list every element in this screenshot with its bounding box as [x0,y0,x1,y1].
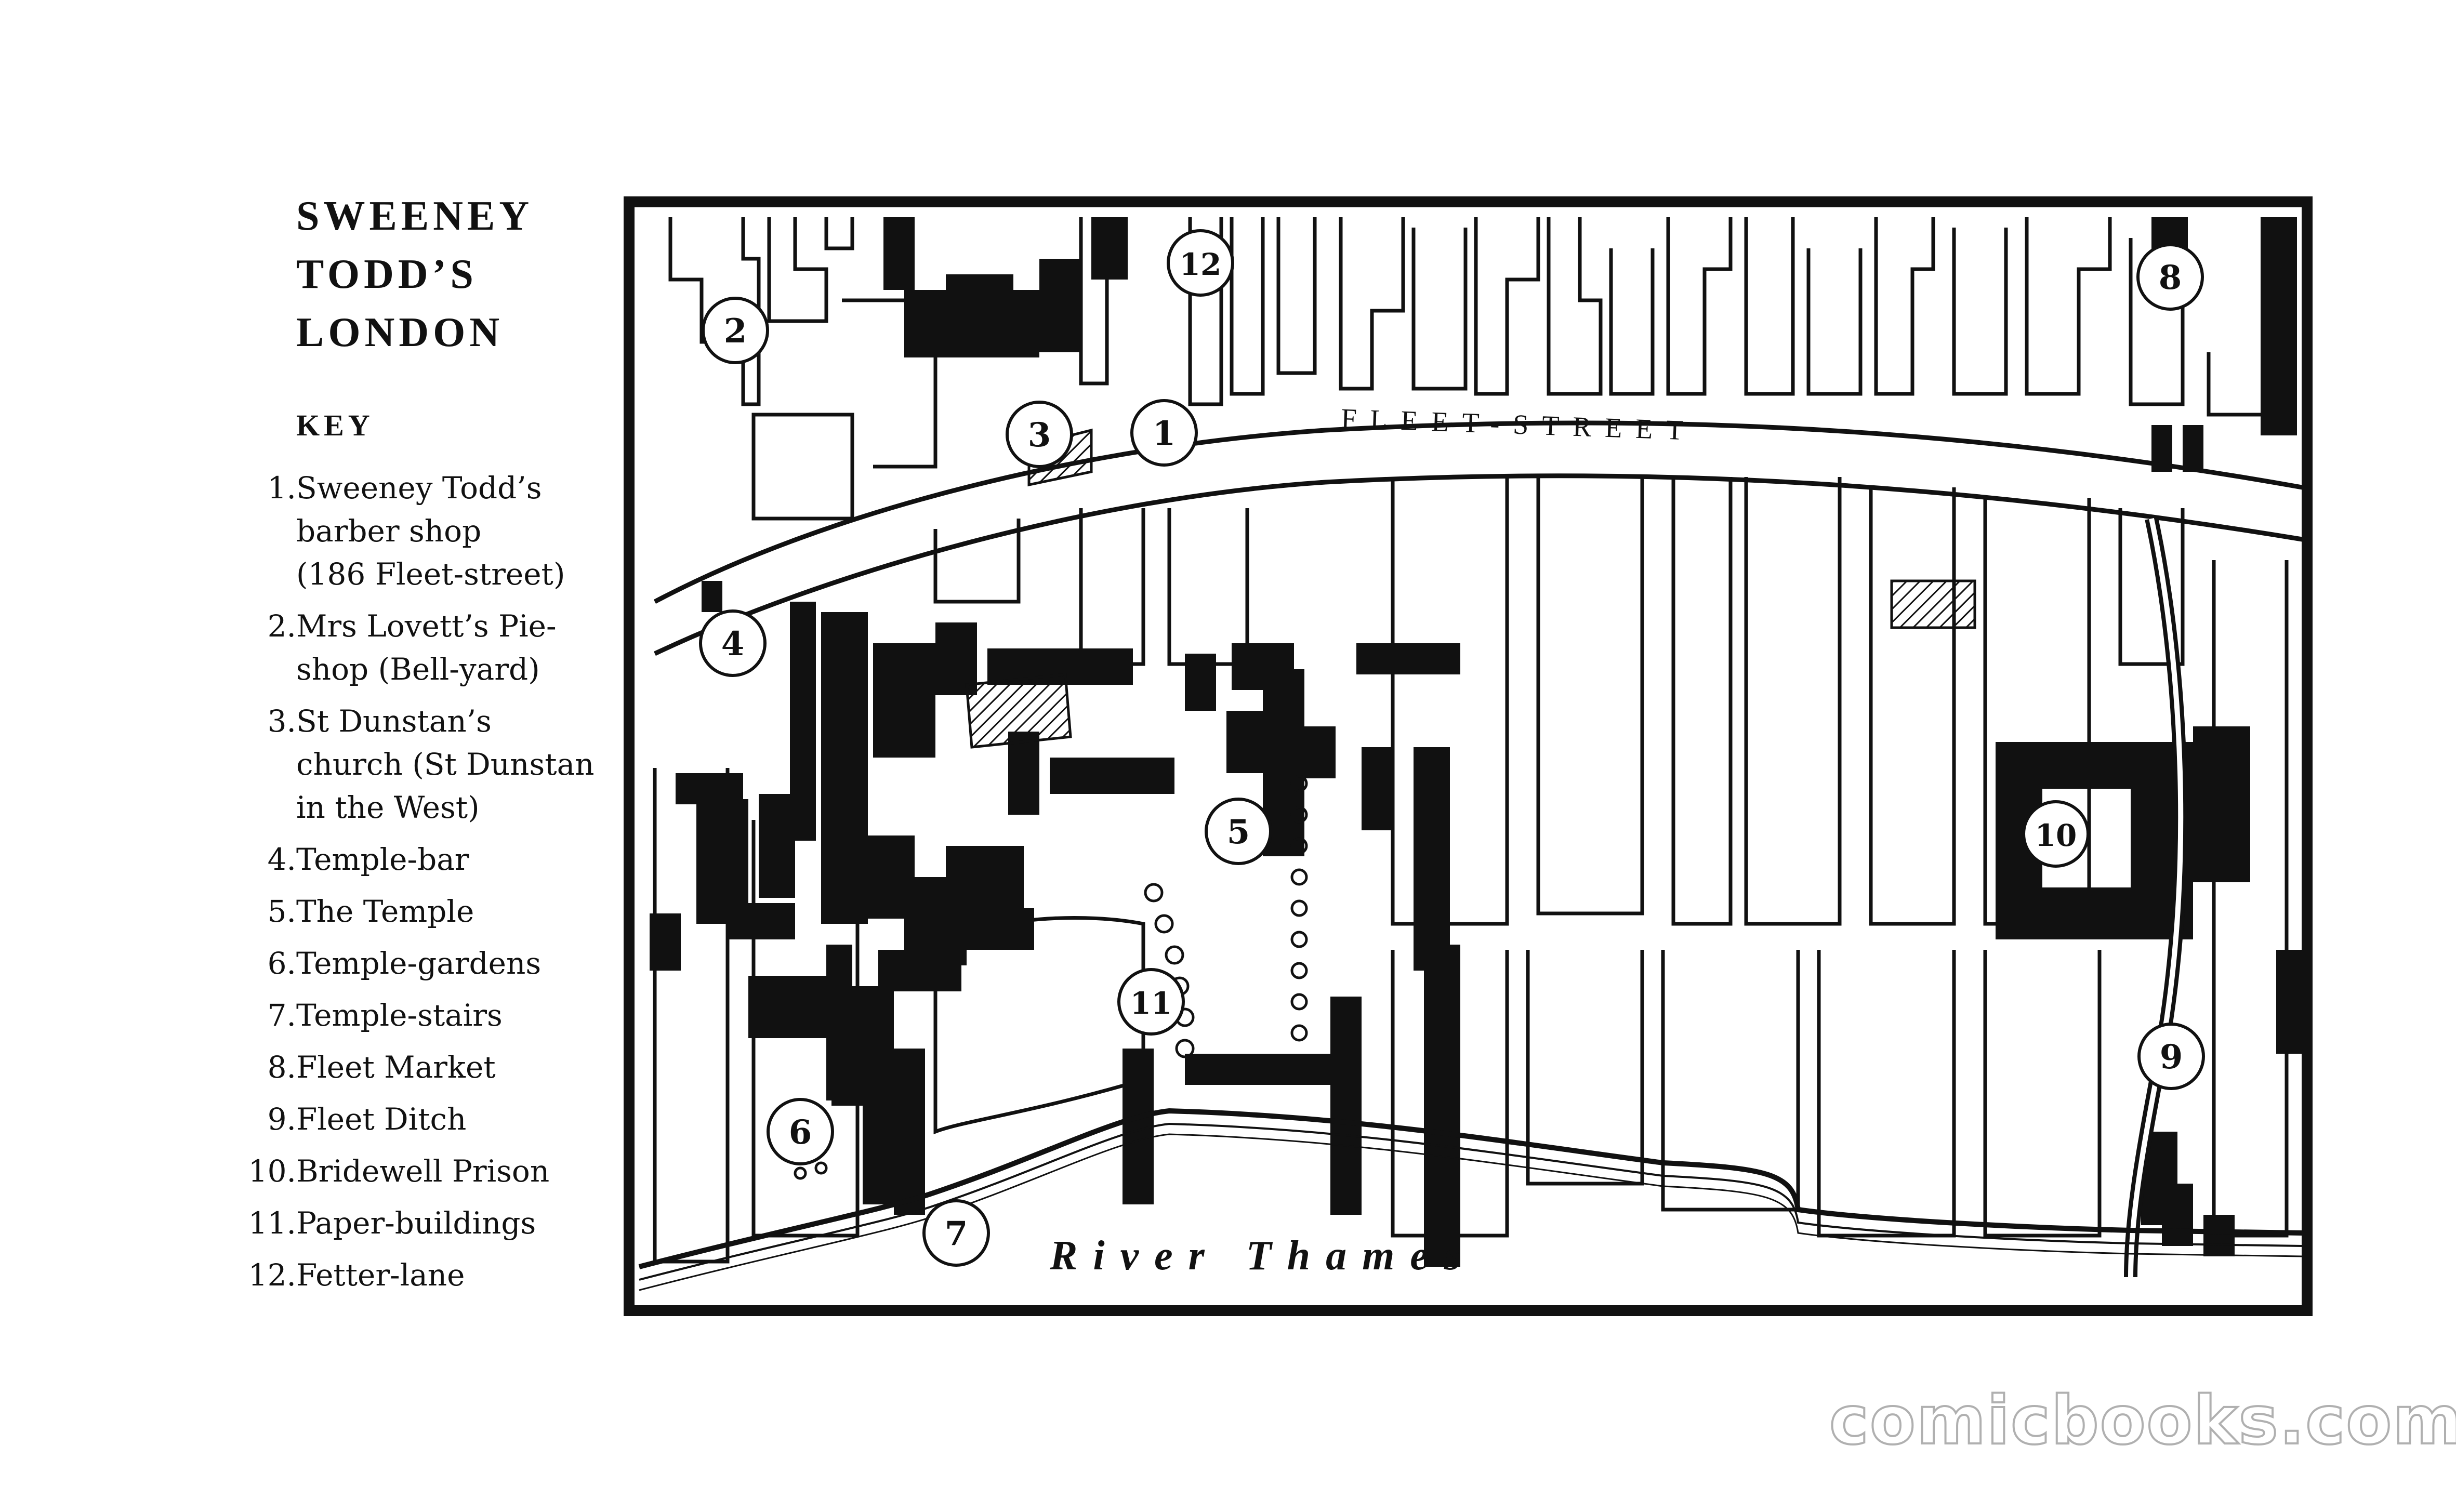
key-label-line: Bridewell Prison [296,1153,550,1189]
marker-7[interactable]: 7 [922,1199,990,1267]
key-label-line: shop (Bell-yard) [296,652,540,687]
marker-11[interactable]: 11 [1117,968,1185,1036]
north-blocks [668,217,2297,521]
key-item: 2.Mrs Lovett’s Pie-shop (Bell-yard) [208,605,603,691]
marker-9[interactable]: 9 [2137,1023,2205,1090]
key-label: St Dunstan’s church (St Dunstan in the Wes… [296,700,603,829]
fleet-ditch-inner [2128,518,2184,1278]
fleet-street-north-edge [653,420,2303,604]
marker-label: 11 [1130,986,1172,1021]
key-label: Fetter-lane [296,1254,603,1297]
marker-10[interactable]: 10 [2022,800,2090,868]
marker-6[interactable]: 6 [767,1098,834,1165]
key-item: 3.St Dunstan’s church (St Dunstan in the W… [208,700,603,829]
key-label: Temple-bar [296,838,603,881]
marker-label: 12 [1180,247,1222,282]
key-label: Bridewell Prison [296,1150,603,1193]
key-item: 6.Temple-gardens [208,942,603,985]
marker-label: 8 [2159,258,2182,297]
title-line: LONDON [296,310,504,355]
marker-5[interactable]: 5 [1205,798,1272,865]
marker-label: 7 [945,1214,968,1253]
marker-label: 5 [1227,813,1250,852]
street-map: FLEET-STREET River Thames 1 2 3 4 5 6 7 … [624,196,2313,1316]
key-item: 5.The Temple [208,890,603,933]
marker-label: 2 [724,312,747,351]
title-line: SWEENEY [296,193,534,239]
map-title: SWEENEY TODD’S LONDON [296,187,533,362]
fleet-street-south-edge [654,473,2303,656]
key-number: 7. [267,998,296,1033]
key-label-line: Sweeney Todd’s [296,470,542,506]
key-number: 9. [267,1102,296,1137]
key-label: Temple-stairs [296,994,603,1037]
key-label-line: in the West) [296,790,480,825]
key-label: Mrs Lovett’s Pie-shop (Bell-yard) [296,605,603,691]
marker-3[interactable]: 3 [1006,401,1073,468]
key-list: 1.Sweeney Todd’s barber shop (186 Fleet-st… [208,467,603,1306]
key-number: 12. [248,1257,296,1293]
trees [794,775,1308,1180]
key-number: 1. [267,470,296,506]
key-item: 9.Fleet Ditch [208,1098,603,1141]
river-thames-label: River Thames [1049,1233,1476,1279]
key-label: Paper-buildings [296,1202,603,1245]
key-item: 11.Paper-buildings [208,1202,603,1245]
key-label: Sweeney Todd’s barber shop (186 Fleet-stre… [296,467,603,596]
key-label: The Temple [296,890,603,933]
key-number: 3. [267,704,296,739]
marker-8[interactable]: 8 [2136,243,2204,311]
key-label-line: Mrs Lovett’s Pie- [296,608,557,644]
marker-2[interactable]: 2 [702,297,769,364]
key-heading: KEY [296,408,374,442]
marker-label: 9 [2160,1038,2183,1077]
church-building [1890,579,1976,629]
key-number: 6. [267,946,296,981]
key-item: 12.Fetter-lane [208,1254,603,1297]
key-label-line: (186 Fleet-street) [296,556,565,592]
key-number: 5. [267,894,296,929]
key-item: 8.Fleet Market [208,1046,603,1089]
marker-12[interactable]: 12 [1167,229,1234,297]
marker-label: 4 [721,625,745,664]
marker-1[interactable]: 1 [1130,399,1198,467]
key-number: 8. [267,1050,296,1085]
key-label-line: Temple-gardens [296,946,542,981]
title-line: TODD’S [296,251,478,297]
key-label-line: Temple-bar [296,842,469,877]
key-label: Temple-gardens [296,942,603,985]
thames-shore [638,1108,2303,1291]
key-label-line: The Temple [296,894,474,929]
key-number: 4. [267,842,296,877]
key-item: 10.Bridewell Prison [208,1150,603,1193]
marker-label: 10 [2035,818,2077,853]
temple-church [965,673,1072,749]
key-item: 7.Temple-stairs [208,994,603,1037]
key-number: 10. [248,1153,296,1189]
key-label-line: Temple-stairs [296,998,503,1033]
key-label-line: Fleet Ditch [296,1102,467,1137]
marker-4[interactable]: 4 [699,609,767,677]
marker-label: 1 [1153,414,1176,453]
key-label-line: church (St Dunstan [296,747,595,782]
marker-label: 6 [789,1113,812,1152]
key-label-line: barber shop [296,513,482,549]
key-number: 2. [267,608,296,644]
key-number: 11. [248,1205,296,1241]
map-frame: FLEET-STREET River Thames 1 2 3 4 5 6 7 … [624,196,2313,1316]
key-label-line: St Dunstan’s [296,704,492,739]
key-label: Fleet Ditch [296,1098,603,1141]
watermark: comicbooks.com [1828,1381,2456,1461]
key-label-line: Fetter-lane [296,1257,465,1293]
key-label: Fleet Market [296,1046,603,1089]
key-label-line: Paper-buildings [296,1205,536,1241]
marker-label: 3 [1028,416,1051,455]
key-item: 4.Temple-bar [208,838,603,881]
key-item: 1.Sweeney Todd’s barber shop (186 Fleet-st… [208,467,603,596]
key-label-line: Fleet Market [296,1050,496,1085]
